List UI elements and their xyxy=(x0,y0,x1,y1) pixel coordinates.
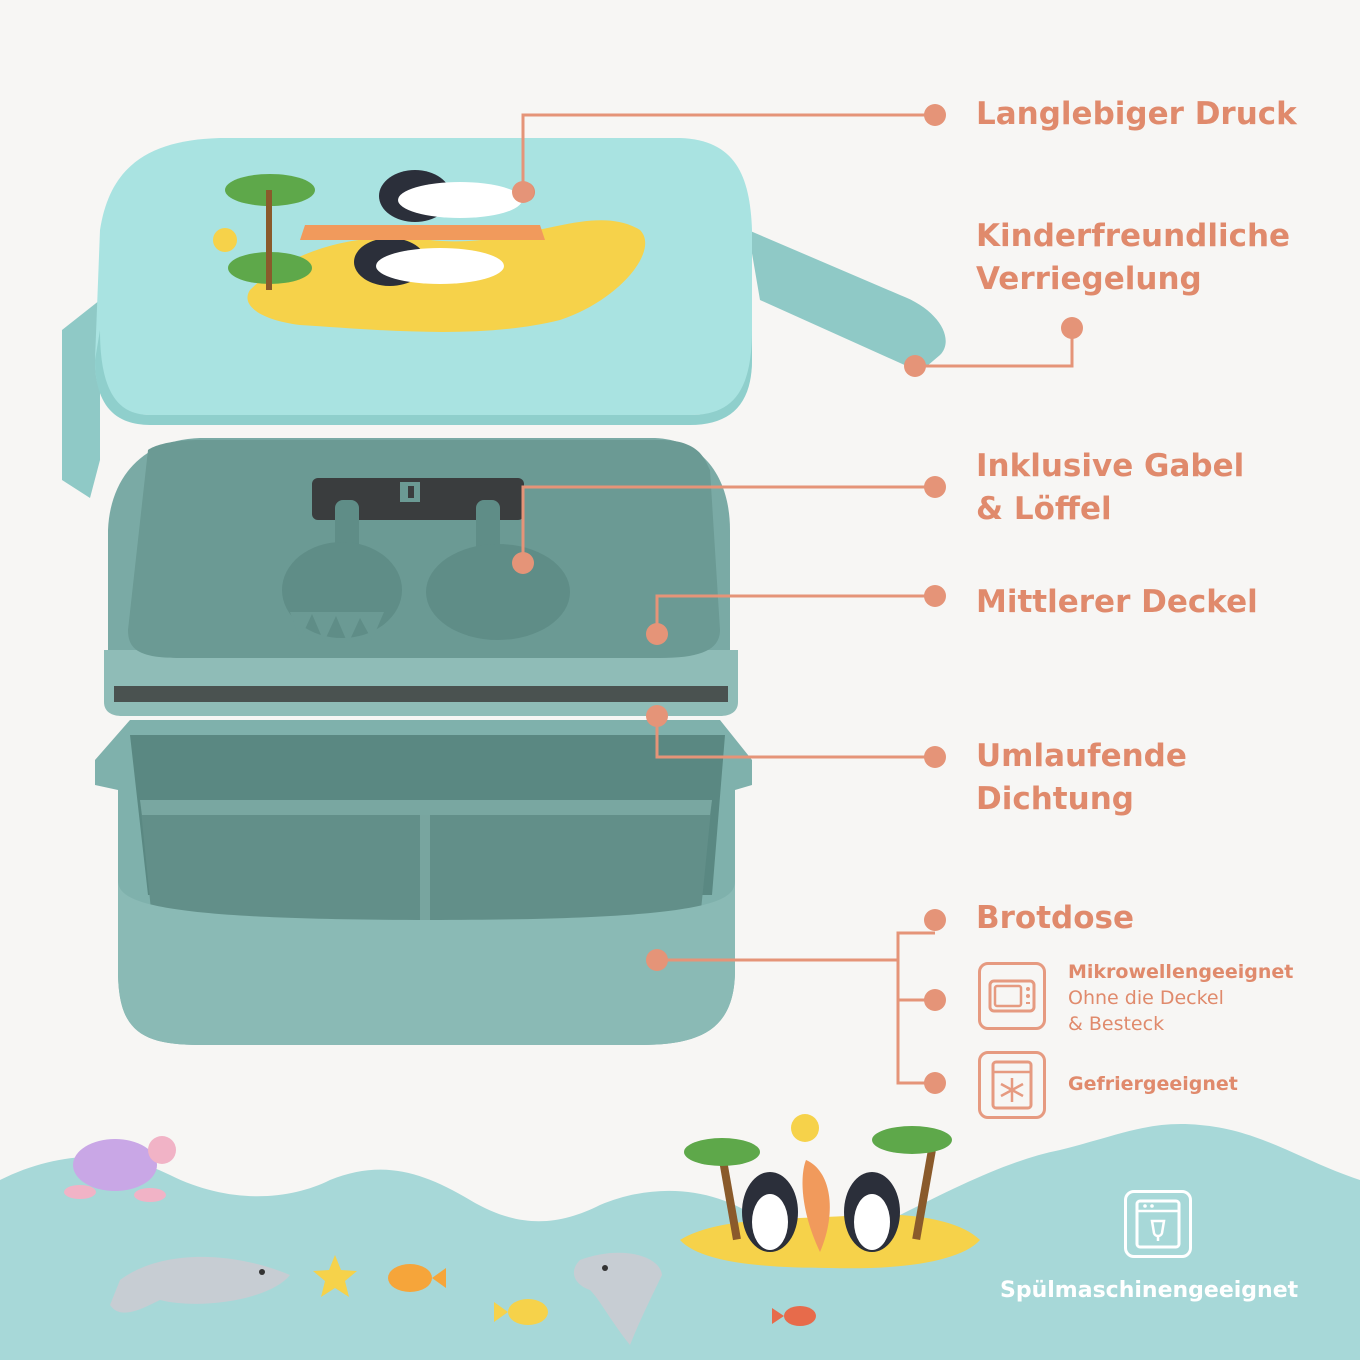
microwave-title: Mikrowellengeeignet xyxy=(1068,961,1294,983)
starfish-illustration xyxy=(313,1255,357,1297)
fish-illustrations xyxy=(388,1264,816,1326)
ocean-wave xyxy=(0,1124,1360,1360)
dolphin-right-illustration xyxy=(573,1252,662,1345)
dishwasher-icon xyxy=(1124,1190,1192,1258)
label-lunchbox: Brotdose xyxy=(976,900,1134,936)
freezer-icon xyxy=(978,1051,1046,1119)
dolphin-left-illustration xyxy=(110,1256,290,1313)
callout-lines xyxy=(521,113,1074,1085)
middle-tier xyxy=(104,438,738,716)
callout-dots xyxy=(512,104,1083,1094)
microwave-icon xyxy=(978,962,1046,1030)
freezer-label: Gefriergeeignet xyxy=(1068,1073,1238,1095)
label-cutlery-line1: Inklusive Gabel xyxy=(976,448,1245,484)
island-illustration xyxy=(680,1114,980,1269)
label-child-lock-line1: Kinderfreundliche xyxy=(976,218,1291,254)
top-lid xyxy=(62,138,946,498)
label-seal-line1: Umlaufende xyxy=(976,738,1187,774)
dishwasher-label: Spülmaschinengeeignet xyxy=(1000,1278,1299,1303)
label-middle-lid: Mittlerer Deckel xyxy=(976,584,1258,620)
bottom-container xyxy=(95,720,752,1045)
label-cutlery-line2: & Löffel xyxy=(976,491,1112,527)
label-durable-print: Langlebiger Druck xyxy=(976,96,1297,132)
label-seal-line2: Dichtung xyxy=(976,781,1134,817)
microwave-note-line1: Ohne die Deckel xyxy=(1068,987,1224,1009)
turtle-illustration xyxy=(64,1136,176,1202)
microwave-note-line2: & Besteck xyxy=(1068,1013,1165,1035)
label-child-lock-line2: Verriegelung xyxy=(976,261,1202,297)
